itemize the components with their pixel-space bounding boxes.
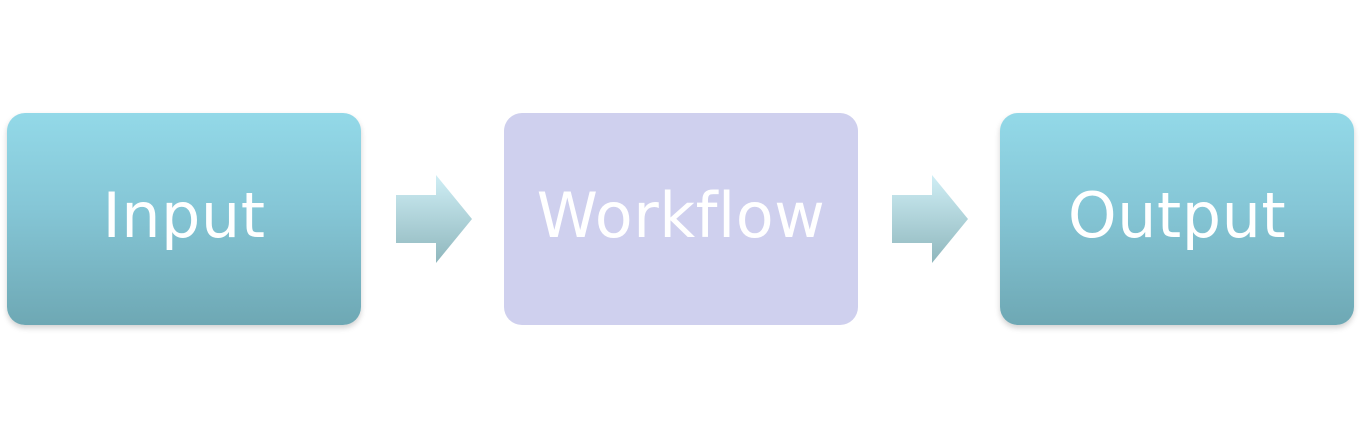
workflow-node: Workflow bbox=[504, 113, 858, 325]
output-node-label: Output bbox=[1067, 178, 1287, 252]
right-arrow-icon bbox=[892, 175, 968, 263]
input-node-label: Input bbox=[102, 178, 266, 252]
input-node: Input bbox=[7, 113, 361, 325]
right-arrow-icon bbox=[396, 175, 472, 263]
workflow-node-label: Workflow bbox=[536, 178, 826, 252]
output-node: Output bbox=[1000, 113, 1354, 325]
